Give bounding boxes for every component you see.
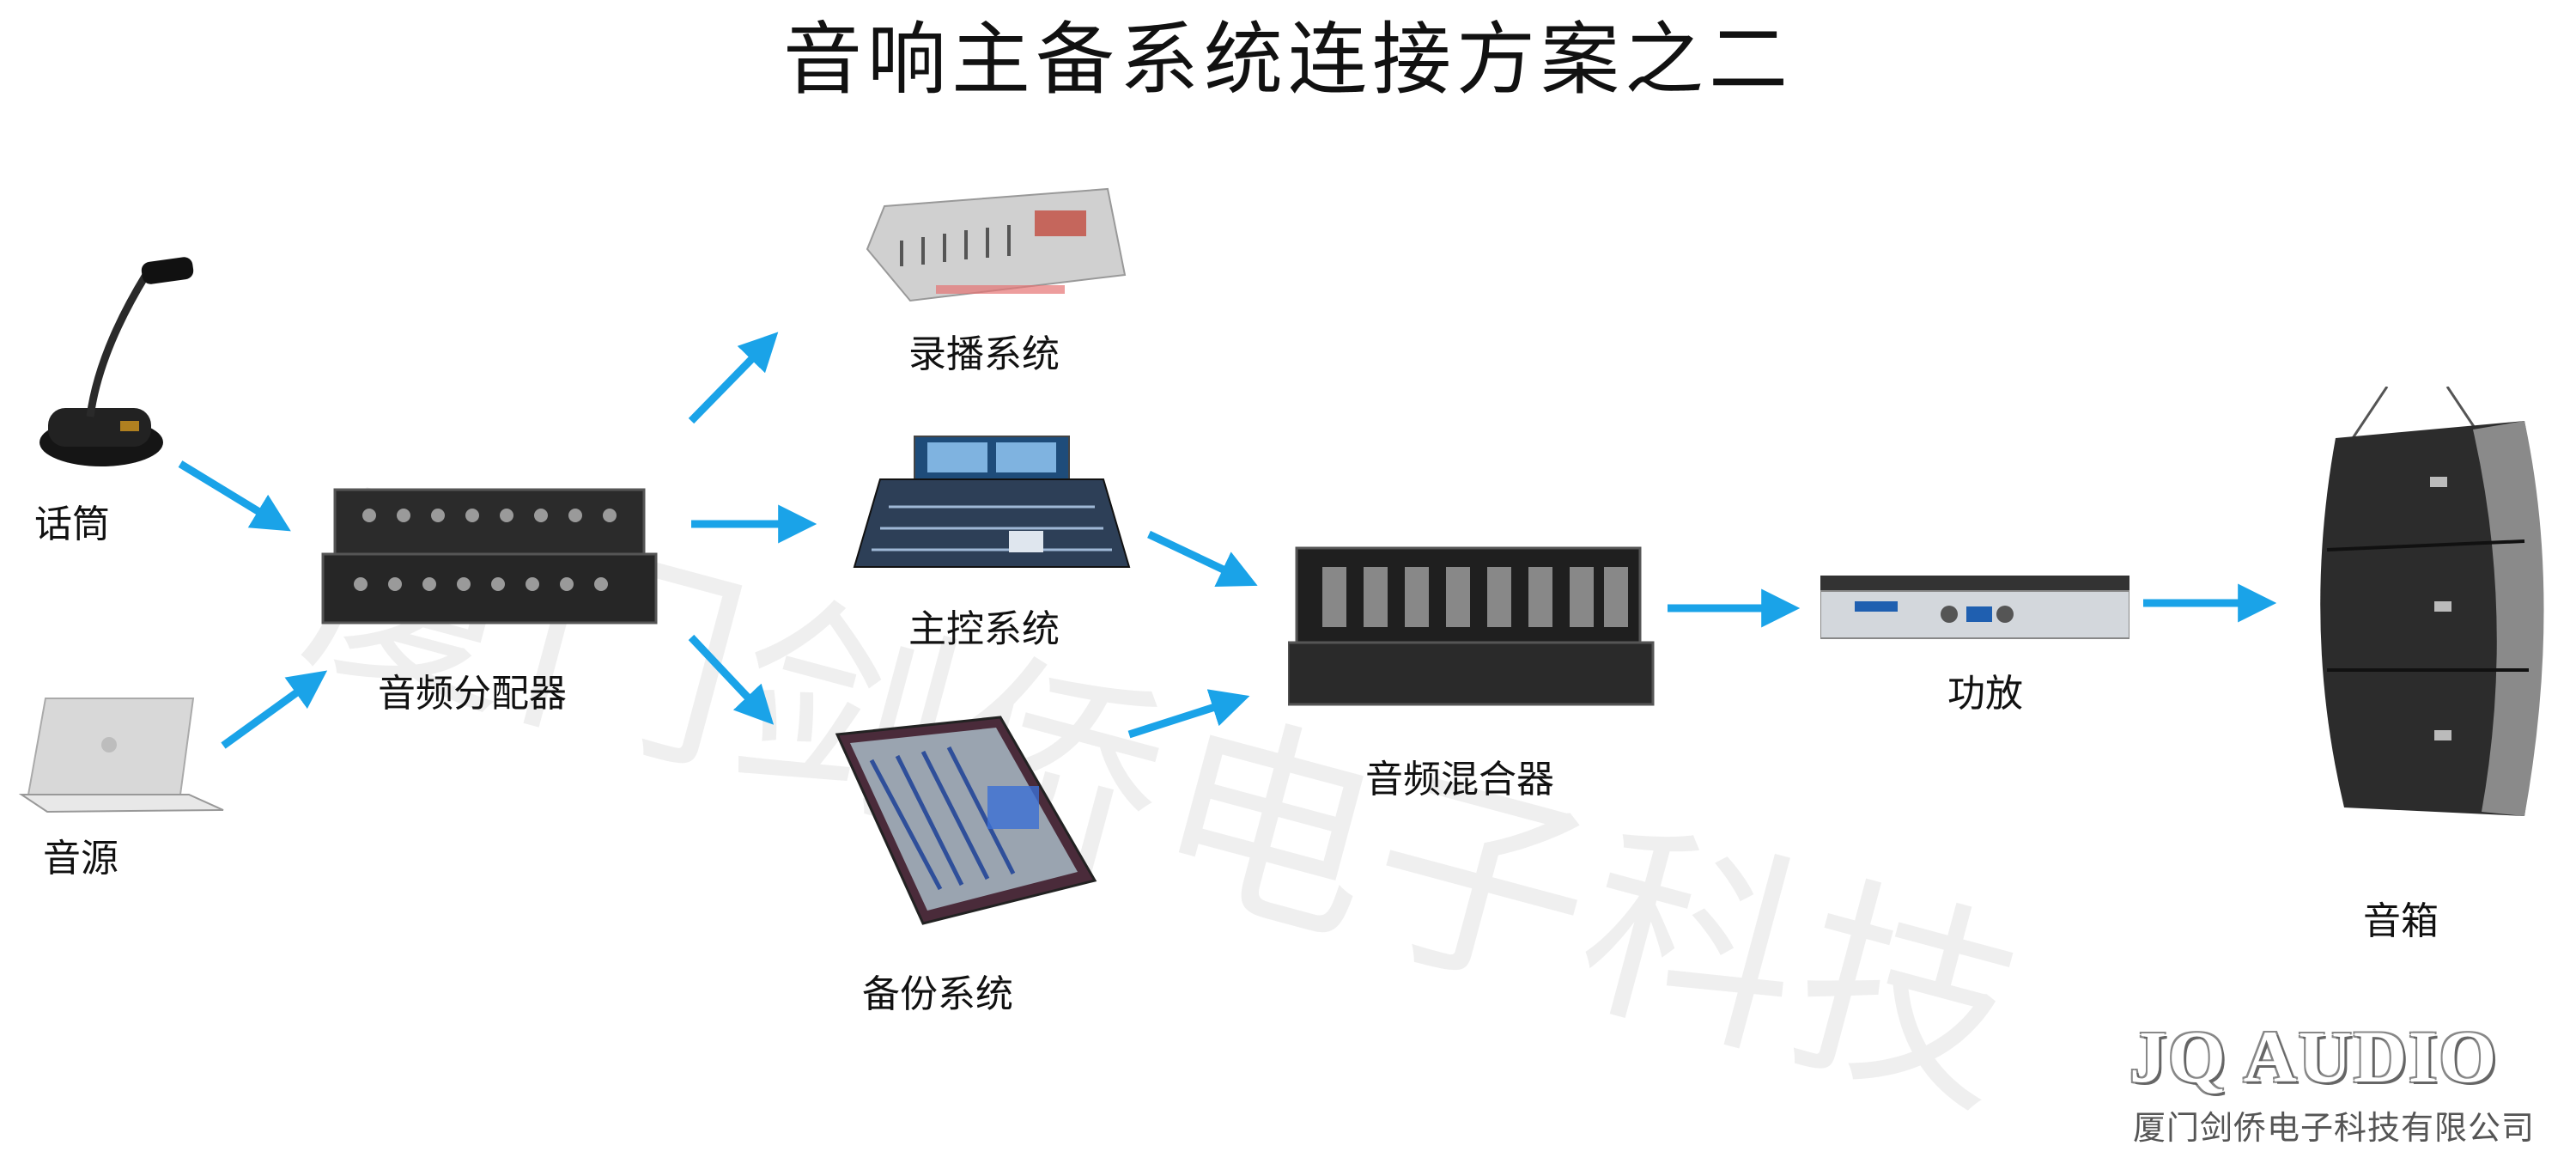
arrow-splitter-to-backup xyxy=(688,634,775,725)
arrow-backup-to-mixer xyxy=(1127,689,1250,739)
backup-mixer-image xyxy=(835,716,1097,925)
backup-label: 备份系统 xyxy=(862,972,1013,1016)
speaker-label: 音箱 xyxy=(2363,899,2439,943)
company-name: 厦门剑侨电子科技有限公司 xyxy=(2133,1109,2536,1147)
speaker-array-image xyxy=(2320,387,2544,816)
amplifier-image xyxy=(1820,576,2129,639)
laptop-image xyxy=(18,698,224,813)
arrow-main-to-mixer xyxy=(1147,530,1258,588)
mixer-label: 音频混合器 xyxy=(1365,758,1554,801)
amplifier-label: 功放 xyxy=(1947,672,2023,716)
arrow-source-to-splitter xyxy=(221,670,328,749)
main-console-image xyxy=(853,436,1131,568)
audio-source-label: 音源 xyxy=(43,837,118,880)
microphone-image xyxy=(39,257,194,466)
splitter-label: 音频分配器 xyxy=(378,672,567,716)
microphone-label: 话筒 xyxy=(34,503,110,546)
splitter-image xyxy=(321,488,658,625)
brand-logo: JQ AUDIO xyxy=(2129,1015,2499,1098)
audio-mixer-image xyxy=(1288,546,1655,706)
recording-device-image xyxy=(866,187,1127,302)
arrow-mic-to-splitter xyxy=(178,460,291,532)
arrow-splitter-to-recording xyxy=(688,332,779,424)
recording-label: 录播系统 xyxy=(908,332,1060,376)
diagram-title: 音响主备系统连接方案之二 xyxy=(782,14,1793,106)
main-control-label: 主控系统 xyxy=(908,607,1060,651)
